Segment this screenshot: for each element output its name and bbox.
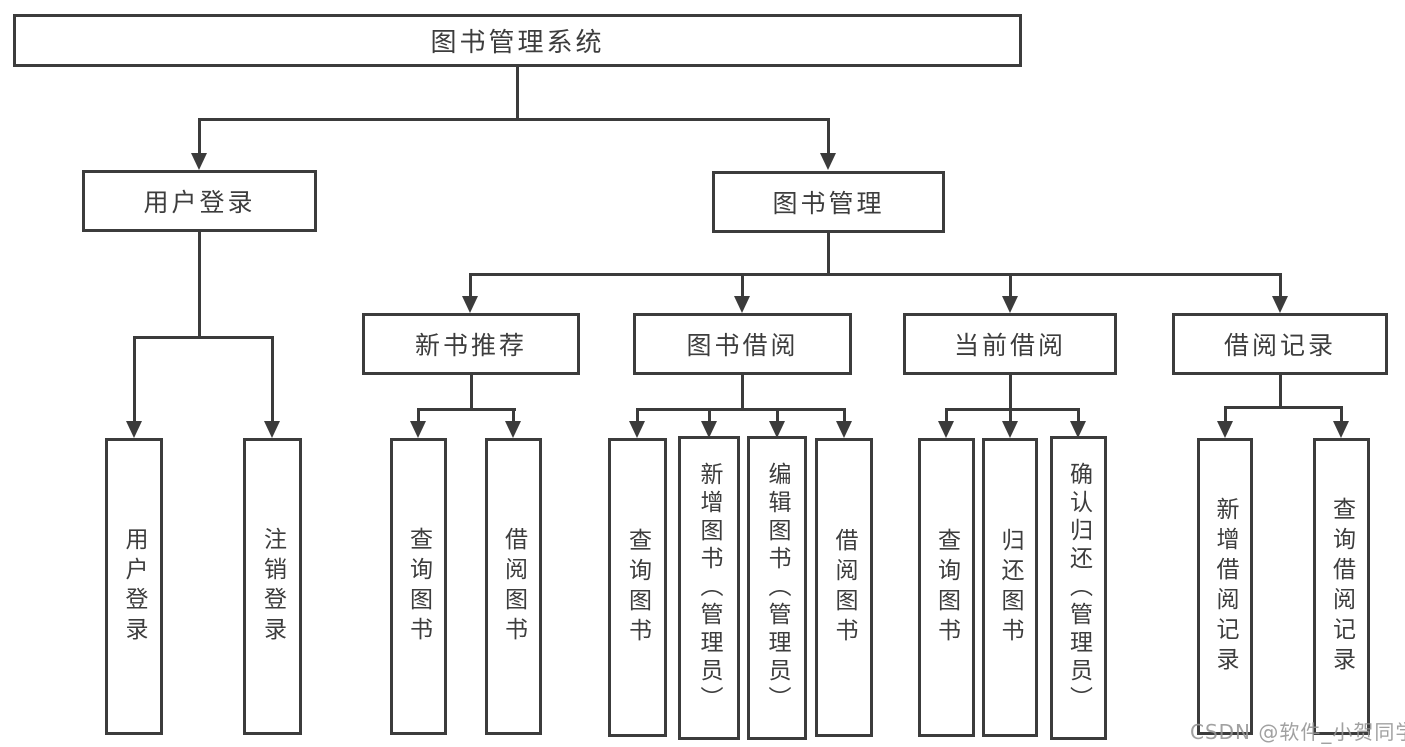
connector-line xyxy=(516,66,519,118)
leaf-add-borrow-record: 新增借阅记录 xyxy=(1197,438,1253,735)
arrowhead-down-icon xyxy=(836,421,852,438)
connector-line xyxy=(843,408,846,422)
leaf-edit-book-admin: 编辑图书（管理员） xyxy=(747,436,807,740)
arrowhead-down-icon xyxy=(1217,421,1233,438)
leaf-label: 新增图书（管理员） xyxy=(696,462,722,714)
leaf-confirm-return-admin: 确认归还（管理员） xyxy=(1050,436,1107,740)
connector-line xyxy=(469,273,472,297)
connector-line xyxy=(636,408,846,411)
leaf-query-books-recommend: 查询图书 xyxy=(390,438,447,735)
arrowhead-down-icon xyxy=(769,421,785,438)
node-label: 图书管理系统 xyxy=(430,28,605,58)
arrowhead-down-icon xyxy=(1002,296,1018,313)
leaf-user-login: 用户登录 xyxy=(105,438,163,735)
connector-line xyxy=(1224,406,1227,422)
leaf-label: 新增借阅记录 xyxy=(1212,496,1238,677)
connector-line xyxy=(133,336,136,421)
leaf-label: 查询借阅记录 xyxy=(1328,496,1355,677)
leaf-label: 查询图书 xyxy=(405,526,432,647)
connector-line xyxy=(417,408,420,422)
connector-line xyxy=(1009,273,1012,297)
connector-line xyxy=(469,273,1282,276)
connector-line xyxy=(827,233,830,273)
connector-line xyxy=(512,408,515,422)
connector-line xyxy=(470,375,473,408)
leaf-label: 借阅图书 xyxy=(831,527,857,648)
connector-line xyxy=(1279,273,1282,297)
node-current-borrowing: 当前借阅 xyxy=(903,313,1117,375)
connector-line xyxy=(776,408,779,422)
connector-line xyxy=(1009,375,1012,408)
connector-line xyxy=(741,375,744,408)
leaf-borrow-books-borrowing: 借阅图书 xyxy=(815,438,873,737)
node-book-management: 图书管理 xyxy=(712,171,945,233)
arrowhead-down-icon xyxy=(462,296,478,313)
arrowhead-down-icon xyxy=(1272,296,1288,313)
leaf-query-books-borrowing: 查询图书 xyxy=(608,438,667,737)
arrowhead-down-icon xyxy=(938,421,954,438)
arrowhead-down-icon xyxy=(1002,421,1018,438)
arrowhead-down-icon xyxy=(629,421,645,438)
node-book-borrowing: 图书借阅 xyxy=(633,313,852,375)
csdn-watermark: CSDN @软件_小贺同学 xyxy=(1190,720,1405,744)
arrowhead-down-icon xyxy=(820,153,836,170)
connector-line xyxy=(636,408,639,422)
leaf-label: 归还图书 xyxy=(997,527,1023,648)
arrowhead-down-icon xyxy=(126,421,142,438)
connector-line xyxy=(708,408,711,422)
connector-line xyxy=(417,408,516,411)
node-label: 用户登录 xyxy=(143,188,256,217)
leaf-borrow-books-recommend: 借阅图书 xyxy=(485,438,542,735)
node-label: 借阅记录 xyxy=(1223,331,1336,360)
leaf-label: 借阅图书 xyxy=(500,526,527,647)
connector-line xyxy=(1077,408,1080,422)
leaf-label: 用户登录 xyxy=(121,526,147,647)
connector-line xyxy=(741,273,744,297)
node-new-book-recommendation: 新书推荐 xyxy=(362,313,580,375)
arrowhead-down-icon xyxy=(1333,421,1349,438)
connector-line xyxy=(1224,406,1342,409)
leaf-return-book: 归还图书 xyxy=(982,438,1038,737)
connector-line xyxy=(198,118,830,121)
node-label: 图书管理 xyxy=(772,189,885,218)
connector-line xyxy=(827,118,830,154)
connector-line xyxy=(945,408,948,422)
connector-line xyxy=(1279,375,1282,406)
connector-line xyxy=(198,232,201,336)
connector-line xyxy=(1340,406,1343,422)
leaf-label: 查询图书 xyxy=(624,527,651,648)
node-label: 图书借阅 xyxy=(686,331,799,360)
arrowhead-down-icon xyxy=(701,421,717,438)
arrowhead-down-icon xyxy=(264,421,280,438)
connector-line xyxy=(133,336,274,339)
leaf-logout: 注销登录 xyxy=(243,438,302,735)
leaf-query-borrow-record: 查询借阅记录 xyxy=(1313,438,1370,735)
connector-line xyxy=(198,118,201,154)
node-root: 图书管理系统 xyxy=(13,14,1022,67)
leaf-add-book-admin: 新增图书（管理员） xyxy=(678,436,740,740)
node-label: 当前借阅 xyxy=(953,331,1066,360)
leaf-label: 确认归还（管理员） xyxy=(1065,462,1092,714)
arrowhead-down-icon xyxy=(505,421,521,438)
arrowhead-down-icon xyxy=(191,153,207,170)
node-borrowing-records: 借阅记录 xyxy=(1172,313,1388,375)
connector-line xyxy=(1009,408,1012,422)
connector-line xyxy=(945,408,1080,411)
leaf-query-books-current: 查询图书 xyxy=(918,438,975,737)
arrowhead-down-icon xyxy=(410,421,426,438)
node-user-login: 用户登录 xyxy=(82,170,317,232)
arrowhead-down-icon xyxy=(1070,421,1086,438)
node-label: 新书推荐 xyxy=(414,331,527,360)
connector-line xyxy=(271,336,274,421)
arrowhead-down-icon xyxy=(734,296,750,313)
leaf-label: 查询图书 xyxy=(933,527,960,648)
leaf-label: 注销登录 xyxy=(259,526,286,647)
leaf-label: 编辑图书（管理员） xyxy=(764,462,790,714)
